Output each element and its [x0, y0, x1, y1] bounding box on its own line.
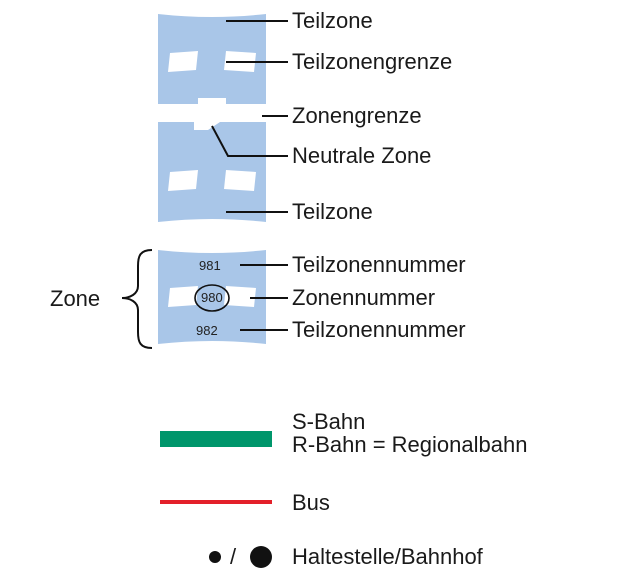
subzone-number-bottom: 982 — [196, 323, 218, 338]
legend-rbahn-label: R-Bahn = Regionalbahn — [292, 432, 528, 457]
label-neutrale-zone: Neutrale Zone — [292, 143, 432, 168]
legend-sbahn-label: S-Bahn — [292, 409, 366, 434]
subzone-boundary-mark-left-lower — [168, 170, 198, 191]
subzone-boundary-mark-right-lower — [224, 170, 256, 191]
legend-bus-line — [160, 500, 272, 504]
label-teilzonengrenze: Teilzonengrenze — [292, 49, 453, 74]
zone-brace — [121, 249, 153, 349]
zone-example-mark-left — [168, 286, 198, 307]
legend-station-large-dot — [250, 546, 272, 568]
legend-stop-label: Haltestelle/Bahnhof — [292, 544, 483, 569]
label-teilzonennummer-top: Teilzonennummer — [292, 252, 466, 277]
legend-stop-small-dot — [209, 551, 221, 563]
label-teilzone-top: Teilzone — [292, 8, 373, 33]
zone-block-upper — [158, 14, 266, 104]
label-zonengrenze: Zonengrenze — [292, 103, 422, 128]
label-zonennummer: Zonennummer — [292, 285, 436, 310]
label-zone: Zone — [50, 286, 101, 311]
zone-number-circle — [194, 284, 230, 312]
subzone-boundary-mark-left — [168, 51, 198, 72]
zone-block-lower — [158, 122, 266, 222]
legend-stop-separator: / — [230, 544, 237, 569]
zone-number: 980 — [201, 290, 223, 305]
subzone-number-top: 981 — [199, 258, 221, 273]
zone-example-mark-right — [224, 286, 256, 307]
leader-neutrale-zone — [211, 125, 288, 157]
zone-example-block — [158, 250, 266, 344]
legend-bus-label: Bus — [292, 490, 330, 515]
label-teilzonennummer-bottom: Teilzonennummer — [292, 317, 466, 342]
legend-sbahn-bar — [160, 431, 272, 447]
label-teilzone-bottom: Teilzone — [292, 199, 373, 224]
